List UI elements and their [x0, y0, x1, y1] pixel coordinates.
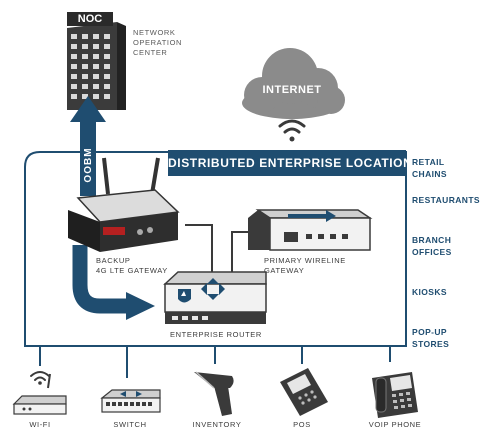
- noc-window: [82, 84, 88, 89]
- device-label-pos: POS: [293, 420, 311, 429]
- backup-to-router-arrow: [72, 245, 155, 320]
- noc-window: [71, 94, 77, 99]
- noc-window: [104, 74, 110, 79]
- noc-window: [71, 34, 77, 39]
- noc-window: [104, 84, 110, 89]
- noc-window: [93, 44, 99, 49]
- noc-window: [82, 94, 88, 99]
- location-line: POP-UP: [412, 327, 447, 337]
- noc-caption: NETWORK OPERATION CENTER: [133, 28, 182, 58]
- noc-window: [104, 94, 110, 99]
- primary-gateway-label-line: GATEWAY: [264, 266, 305, 275]
- noc-caption-line: NETWORK: [133, 28, 176, 37]
- device-label-inventory: INVENTORY: [192, 420, 242, 429]
- switch-icon: [100, 389, 161, 413]
- backup-gateway-label-line: 4G LTE GATEWAY: [96, 266, 168, 275]
- noc-badge: NOC: [77, 13, 103, 25]
- location-line: BRANCH: [412, 235, 452, 245]
- internet-cloud-icon: [242, 48, 345, 119]
- noc-window: [93, 34, 99, 39]
- noc-window: [71, 44, 77, 49]
- noc-window: [104, 54, 110, 59]
- location-line: STORES: [412, 339, 450, 349]
- backup-gateway-label-line: BACKUP: [96, 256, 131, 265]
- noc-window: [104, 44, 110, 49]
- location-line: RETAIL: [412, 157, 445, 167]
- backup-gateway-icon: [68, 157, 180, 252]
- barcode-scanner-icon: [194, 371, 234, 416]
- noc-window: [71, 54, 77, 59]
- noc-window: [93, 64, 99, 69]
- device-label-voip: VOIP PHONE: [368, 420, 422, 429]
- noc-window: [93, 74, 99, 79]
- noc-window: [104, 64, 110, 69]
- location-pop-up-stores: POP-UP STORES: [412, 326, 449, 350]
- noc-caption-line: CENTER: [133, 48, 168, 57]
- noc-window: [93, 54, 99, 59]
- noc-window: [71, 64, 77, 69]
- backup-gateway-label: BACKUP 4G LTE GATEWAY: [96, 256, 168, 276]
- enterprise-title: DISTRIBUTED ENTERPRISE LOCATIONS: [168, 150, 420, 176]
- noc-window: [104, 34, 110, 39]
- location-kiosks: KIOSKS: [412, 286, 447, 298]
- noc-building-icon: [67, 12, 126, 110]
- primary-gateway-icon: [248, 209, 373, 251]
- noc-window: [82, 34, 88, 39]
- oobm-label: OOBM: [83, 147, 94, 183]
- location-line: KIOSKS: [412, 287, 447, 297]
- location-line: OFFICES: [412, 247, 452, 257]
- voip-phone-icon: [372, 372, 418, 418]
- oobm-arrow: [70, 96, 106, 196]
- primary-gateway-label-line: PRIMARY WIRELINE: [264, 256, 346, 265]
- noc-window: [71, 74, 77, 79]
- device-label-wifi: WI-FI: [29, 420, 51, 429]
- noc-window: [82, 54, 88, 59]
- router-label: ENTERPRISE ROUTER: [170, 330, 262, 339]
- noc-window: [93, 84, 99, 89]
- location-line: RESTAURANTS: [412, 195, 480, 205]
- network-lines: [185, 224, 252, 272]
- location-line: CHAINS: [412, 169, 447, 179]
- noc-window: [82, 74, 88, 79]
- noc-window: [71, 84, 77, 89]
- enterprise-router-icon: [163, 271, 267, 324]
- noc-window: [82, 44, 88, 49]
- noc-window: [82, 64, 88, 69]
- primary-gateway-label: PRIMARY WIRELINE GATEWAY: [264, 256, 346, 276]
- internet-label: INTERNET: [262, 84, 322, 96]
- signal-icon: [278, 119, 306, 142]
- noc-window: [93, 94, 99, 99]
- pos-terminal-icon: [280, 368, 328, 416]
- device-drop-lines: [39, 346, 391, 378]
- location-retail-chains: RETAIL CHAINS: [412, 156, 447, 180]
- location-branch-offices: BRANCH OFFICES: [412, 234, 452, 258]
- noc-caption-line: OPERATION: [133, 38, 183, 47]
- device-label-switch: SWITCH: [113, 420, 147, 429]
- location-restaurants: RESTAURANTS: [412, 194, 480, 206]
- wifi-router-icon: [12, 371, 67, 415]
